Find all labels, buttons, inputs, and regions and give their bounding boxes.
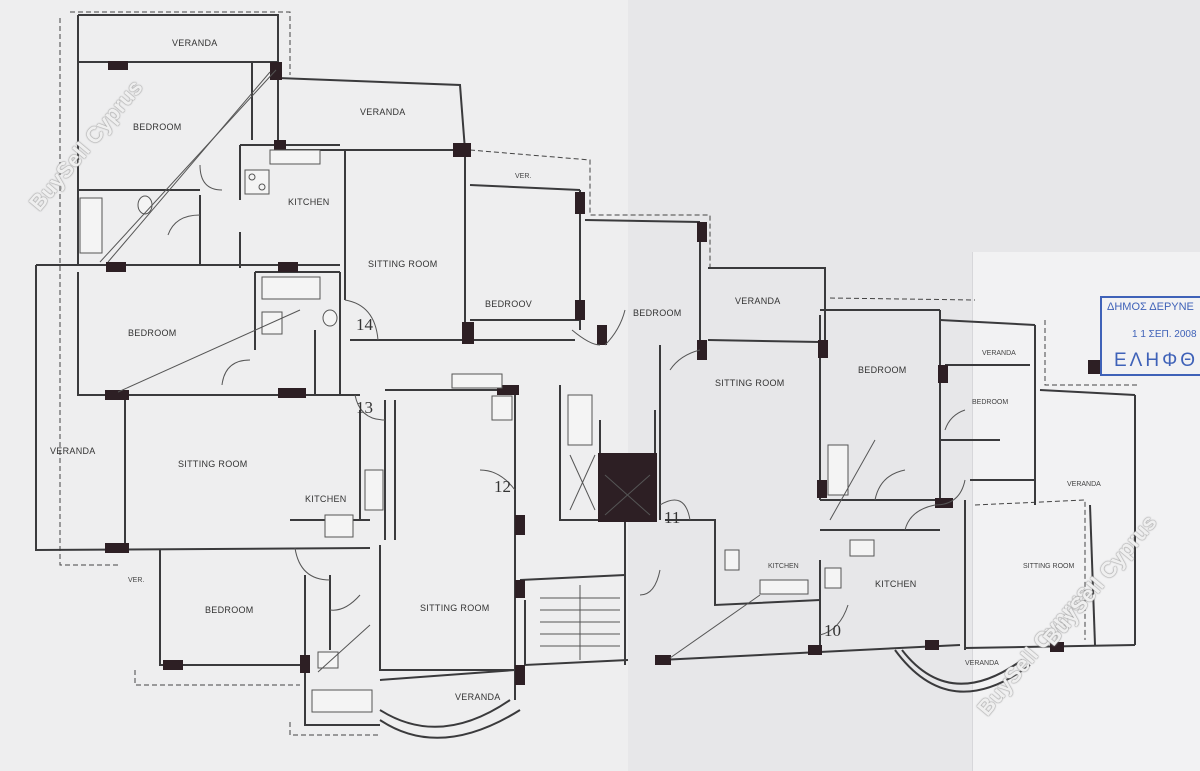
fixtures xyxy=(79,149,875,713)
stamp-line-3: ΕΛΗΦΘ xyxy=(1114,350,1199,371)
room-label-sitting-top: SITTING ROOM xyxy=(368,259,438,269)
room-label-veranda-mid: VERANDA xyxy=(735,296,781,306)
room-label-sitting-left: SITTING ROOM xyxy=(178,459,248,469)
room-label-sitting-mid: SITTING ROOM xyxy=(715,378,785,388)
room-labels: VERANDA BEDROOM VERANDA KITCHEN SITTING … xyxy=(50,38,1101,702)
room-label-ver-small: VER. xyxy=(515,173,531,180)
room-label-kitchen-mid: KITCHEN xyxy=(768,563,799,570)
municipality-stamp: ΔΗΜΟΣ ΔΕΡΥΝΕ 1 1 ΣΕΠ. 2008 ΕΛΗΦΘ xyxy=(1100,296,1200,376)
walls-right-center-unit xyxy=(584,219,1036,661)
door-swings xyxy=(167,164,966,636)
room-label-veranda-right-bottom: VERANDA xyxy=(965,660,999,667)
dashed-outlines xyxy=(59,11,1140,736)
stamp-line-1: ΔΗΜΟΣ ΔΕΡΥΝΕ xyxy=(1107,301,1194,313)
room-label-bedroom-right1: BEDROOM xyxy=(858,365,907,375)
room-label-sitting-right: SITTING ROOM xyxy=(1023,563,1075,570)
walls-left-unit xyxy=(35,14,386,552)
unit-number-11: 11 xyxy=(664,508,680,527)
room-label-kitchen-top: KITCHEN xyxy=(288,197,330,207)
room-label-veranda-left: VERANDA xyxy=(50,446,96,456)
paper-inset-sheet xyxy=(972,252,1200,771)
room-label-ver-bottom: VER. xyxy=(128,577,144,584)
curved-bays xyxy=(379,649,1031,739)
unit-numbers: 14 13 12 11 10 xyxy=(356,315,841,640)
room-label-bedroom-right2: BEDROOM xyxy=(972,399,1008,406)
room-label-kitchen-right: KITCHEN xyxy=(875,579,917,589)
structural-columns xyxy=(105,61,1100,685)
room-label-veranda-top: VERANDA xyxy=(172,38,218,48)
room-label-bedroom-mid: BEDROOV xyxy=(485,299,532,309)
unit-number-12: 12 xyxy=(494,477,511,496)
unit-number-10: 10 xyxy=(824,621,841,640)
room-label-sitting-center: SITTING ROOM xyxy=(420,603,490,613)
room-label-veranda-bottom: VERANDA xyxy=(455,692,501,702)
service-lines xyxy=(99,69,876,673)
room-label-veranda-right2: VERANDA xyxy=(1067,481,1101,488)
unit-number-14: 14 xyxy=(356,315,374,334)
unit-number-13: 13 xyxy=(356,398,373,417)
room-label-kitchen-left: KITCHEN xyxy=(305,494,347,504)
room-label-veranda-top2: VERANDA xyxy=(360,107,406,117)
room-label-bedroom-left: BEDROOM xyxy=(128,328,177,338)
staircase xyxy=(540,454,651,660)
room-label-bedroom-bottom: BEDROOM xyxy=(205,605,254,615)
stamp-line-2: 1 1 ΣΕΠ. 2008 xyxy=(1132,329,1197,340)
room-label-veranda-right1: VERANDA xyxy=(982,350,1016,357)
room-label-bedroom-mid2: BEDROOM xyxy=(633,308,682,318)
room-label-bedroom-top: BEDROOM xyxy=(133,122,182,132)
